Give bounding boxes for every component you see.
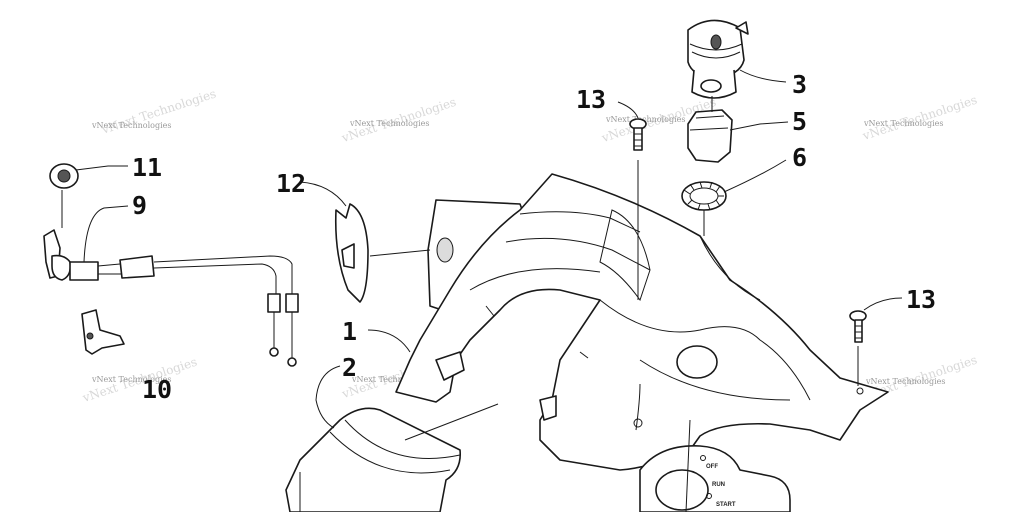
callout-6: 6: [792, 143, 807, 172]
callout-12: 12: [276, 169, 306, 198]
part-13-screw-top[interactable]: [617, 101, 647, 300]
part-9-throttle-cable[interactable]: [43, 205, 299, 367]
part-3-knob[interactable]: [687, 19, 787, 99]
switch-label-run: RUN: [712, 482, 725, 488]
callout-1: 1: [342, 317, 357, 346]
watermark: vNext Technologies: [349, 119, 429, 128]
ignition-switch-plate[interactable]: OFF RUN START: [639, 419, 791, 512]
callout-3: 3: [792, 70, 807, 99]
part-5-nut[interactable]: [687, 109, 789, 163]
part-11-bushing[interactable]: [49, 163, 128, 228]
part-10-lever[interactable]: [81, 309, 125, 355]
callout-9: 9: [132, 191, 147, 220]
callout-5: 5: [792, 107, 807, 136]
callout-11: 11: [132, 153, 162, 182]
part-2-lower-cover[interactable]: [285, 403, 499, 512]
part-13-screw-right[interactable]: [849, 297, 903, 386]
part-1-console[interactable]: [395, 173, 889, 471]
switch-label-off: OFF: [706, 464, 718, 470]
part-6-washer[interactable]: [681, 96, 787, 236]
watermark: vNext Technologies: [865, 377, 945, 386]
leader-2: [315, 365, 341, 429]
watermark: vNext Technologies: [91, 375, 171, 384]
callout-13a: 13: [576, 85, 606, 114]
callout-13b: 13: [906, 285, 936, 314]
callout-labels: 3 5 6 13 13 11 9 12 1 2 10: [132, 70, 936, 404]
switch-label-start: START: [716, 502, 736, 508]
callout-10: 10: [142, 375, 172, 404]
watermark: vNext Technologies: [605, 115, 685, 124]
watermark: vNext Technologies: [351, 375, 431, 384]
watermark-ghost: vNext Technologies: [860, 93, 979, 143]
leader-1: [367, 329, 411, 353]
watermark: vNext Technologies: [863, 119, 943, 128]
part-12-gasket[interactable]: [299, 181, 431, 303]
callout-2: 2: [342, 353, 357, 382]
watermark: vNext Technologies: [91, 121, 171, 130]
